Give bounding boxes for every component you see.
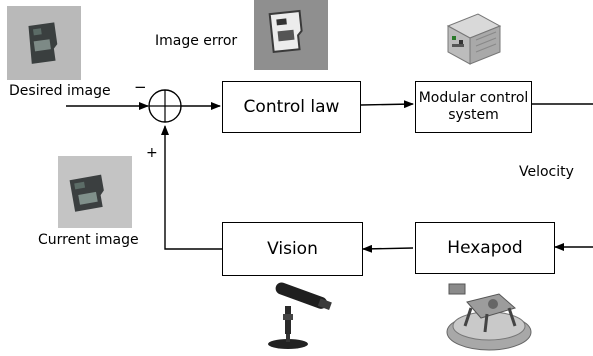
current-image-photo [58, 156, 132, 228]
modular-controller-photo [446, 13, 502, 65]
hexapod-robot-photo [446, 283, 532, 351]
vision-block: Vision [222, 222, 363, 276]
summing-junction [148, 89, 182, 123]
current-image-label: Current image [38, 232, 139, 248]
hexapod-block: Hexapod [415, 222, 555, 274]
hexapod-to-vision-arrow [362, 244, 414, 253]
modular-control-label-line1: Modular control [418, 90, 529, 107]
velocity-label: Velocity [519, 164, 574, 180]
image-error-photo [254, 0, 328, 70]
desired-image-label: Desired image [9, 83, 111, 99]
command-arrow [360, 100, 414, 109]
hexapod-label: Hexapod [447, 238, 523, 258]
image-error-label: Image error [155, 33, 238, 49]
control-law-block: Control law [222, 81, 361, 133]
modular-control-label-line2: system [448, 107, 499, 123]
usb-microscope-photo [268, 282, 332, 349]
vision-label: Vision [267, 239, 318, 259]
minus-sign: − [134, 78, 147, 96]
plus-sign: + [146, 145, 158, 161]
control-law-label: Control law [243, 97, 340, 117]
feedback-path [161, 125, 222, 250]
desired-image-photo [7, 6, 81, 80]
modular-control-system-block: Modular control system [415, 81, 532, 133]
